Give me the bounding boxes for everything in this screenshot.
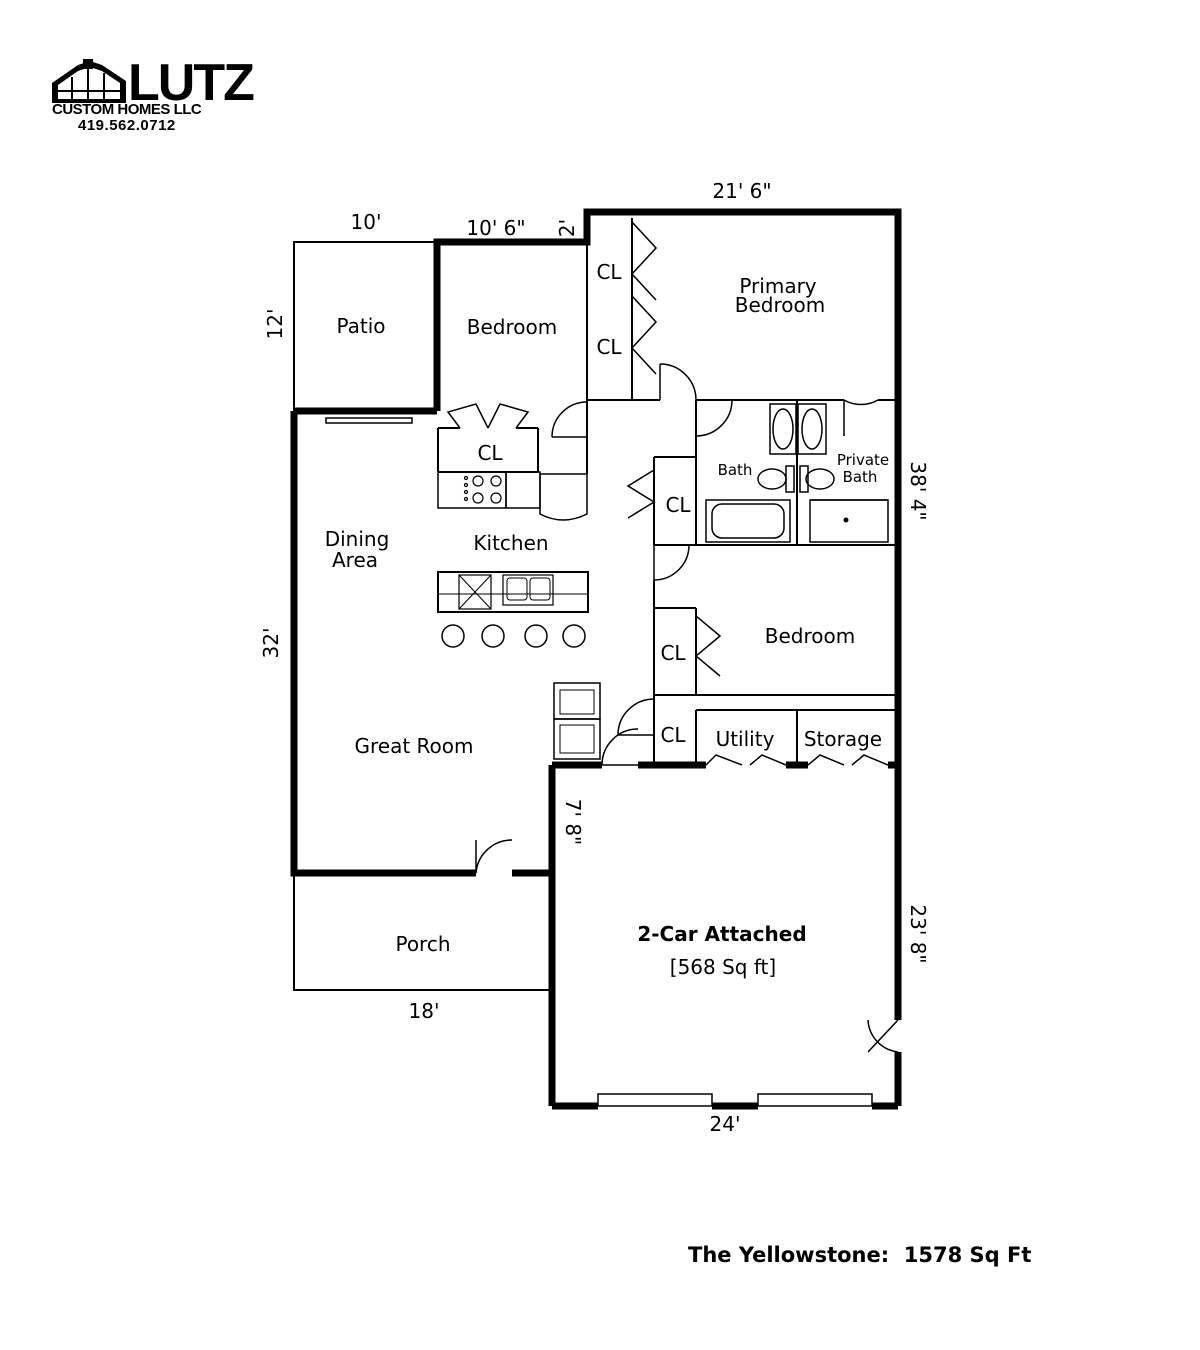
logo-subtitle: CUSTOM HOMES LLC [52,101,202,118]
range-burners [463,475,502,504]
garage-door-right [757,1093,873,1107]
dim-porch-width: 18' [409,999,440,1023]
interior-walls [437,218,898,765]
refrigerator [539,473,588,521]
dishwasher [458,574,492,610]
dim-garage-depth: 23' 8" [906,904,930,963]
room-label-primary-bedroom-2: Bedroom [735,293,825,317]
dim-right-depth: 38' 4" [906,461,930,520]
porch-outline [293,873,552,991]
exterior-wall-left [290,411,476,877]
closet-bifold-doors [446,221,889,766]
room-label-private-bath-2: Bath [843,468,878,486]
room-label-primary-bedroom: Primary [739,274,816,298]
room-label-bedroom-mid: Bedroom [765,624,855,648]
dim-bedroom-width: 10' 6" [466,216,525,240]
dim-garage-offset: 7' 8" [561,799,585,846]
room-label-dining: Dining [325,527,390,551]
dryer [553,718,601,760]
dim-patio-width: 10' [351,210,382,234]
room-label-storage: Storage [804,727,882,751]
room-label-closet-5: CL [660,641,686,665]
room-label-closet-4: CL [665,493,691,517]
room-label-great-room: Great Room [355,734,474,758]
bar-stools [441,624,586,648]
room-label-bath: Bath [718,461,753,479]
dim-left-depth: 32' [259,628,283,659]
logo-phone: 419.562.0712 [78,117,176,134]
room-label-garage: 2-Car Attached [637,922,806,946]
kitchen-counter [505,471,541,509]
room-label-patio: Patio [336,314,385,338]
logo-wordmark: LUTZ [128,54,255,112]
room-label-dining-2: Area [332,548,378,572]
room-label-utility: Utility [716,727,775,751]
room-label-bedroom-top: Bedroom [467,315,557,339]
company-logo: LUTZ CUSTOM HOMES LLC 419.562.0712 [50,55,265,135]
room-label-closet-1: CL [596,260,622,284]
dim-jog: 2' [555,219,579,237]
plan-title: The Yellowstone: 1578 Sq Ft [688,1243,1032,1267]
room-label-kitchen: Kitchen [473,531,548,555]
house-logo-icon [52,59,126,103]
dim-patio-depth: 12' [263,309,287,340]
bath-fixtures [705,403,889,543]
patio-outline [293,241,437,411]
room-label-closet-2: CL [596,335,622,359]
patio-sliding-door [325,417,413,424]
door-swings [475,363,899,1053]
kitchen-island [437,571,589,613]
garage-area-label: [568 Sq ft] [670,955,776,979]
dim-garage-width: 24' [710,1112,741,1136]
room-label-private-bath: Private [837,451,889,469]
garage-door-left [597,1093,713,1107]
exterior-wall-top [433,208,902,765]
room-label-porch: Porch [395,932,450,956]
room-label-closet-3: CL [477,441,503,465]
dim-top-width: 21' 6" [712,179,771,203]
room-label-closet-6: CL [660,723,686,747]
kitchen-sink [502,574,554,606]
